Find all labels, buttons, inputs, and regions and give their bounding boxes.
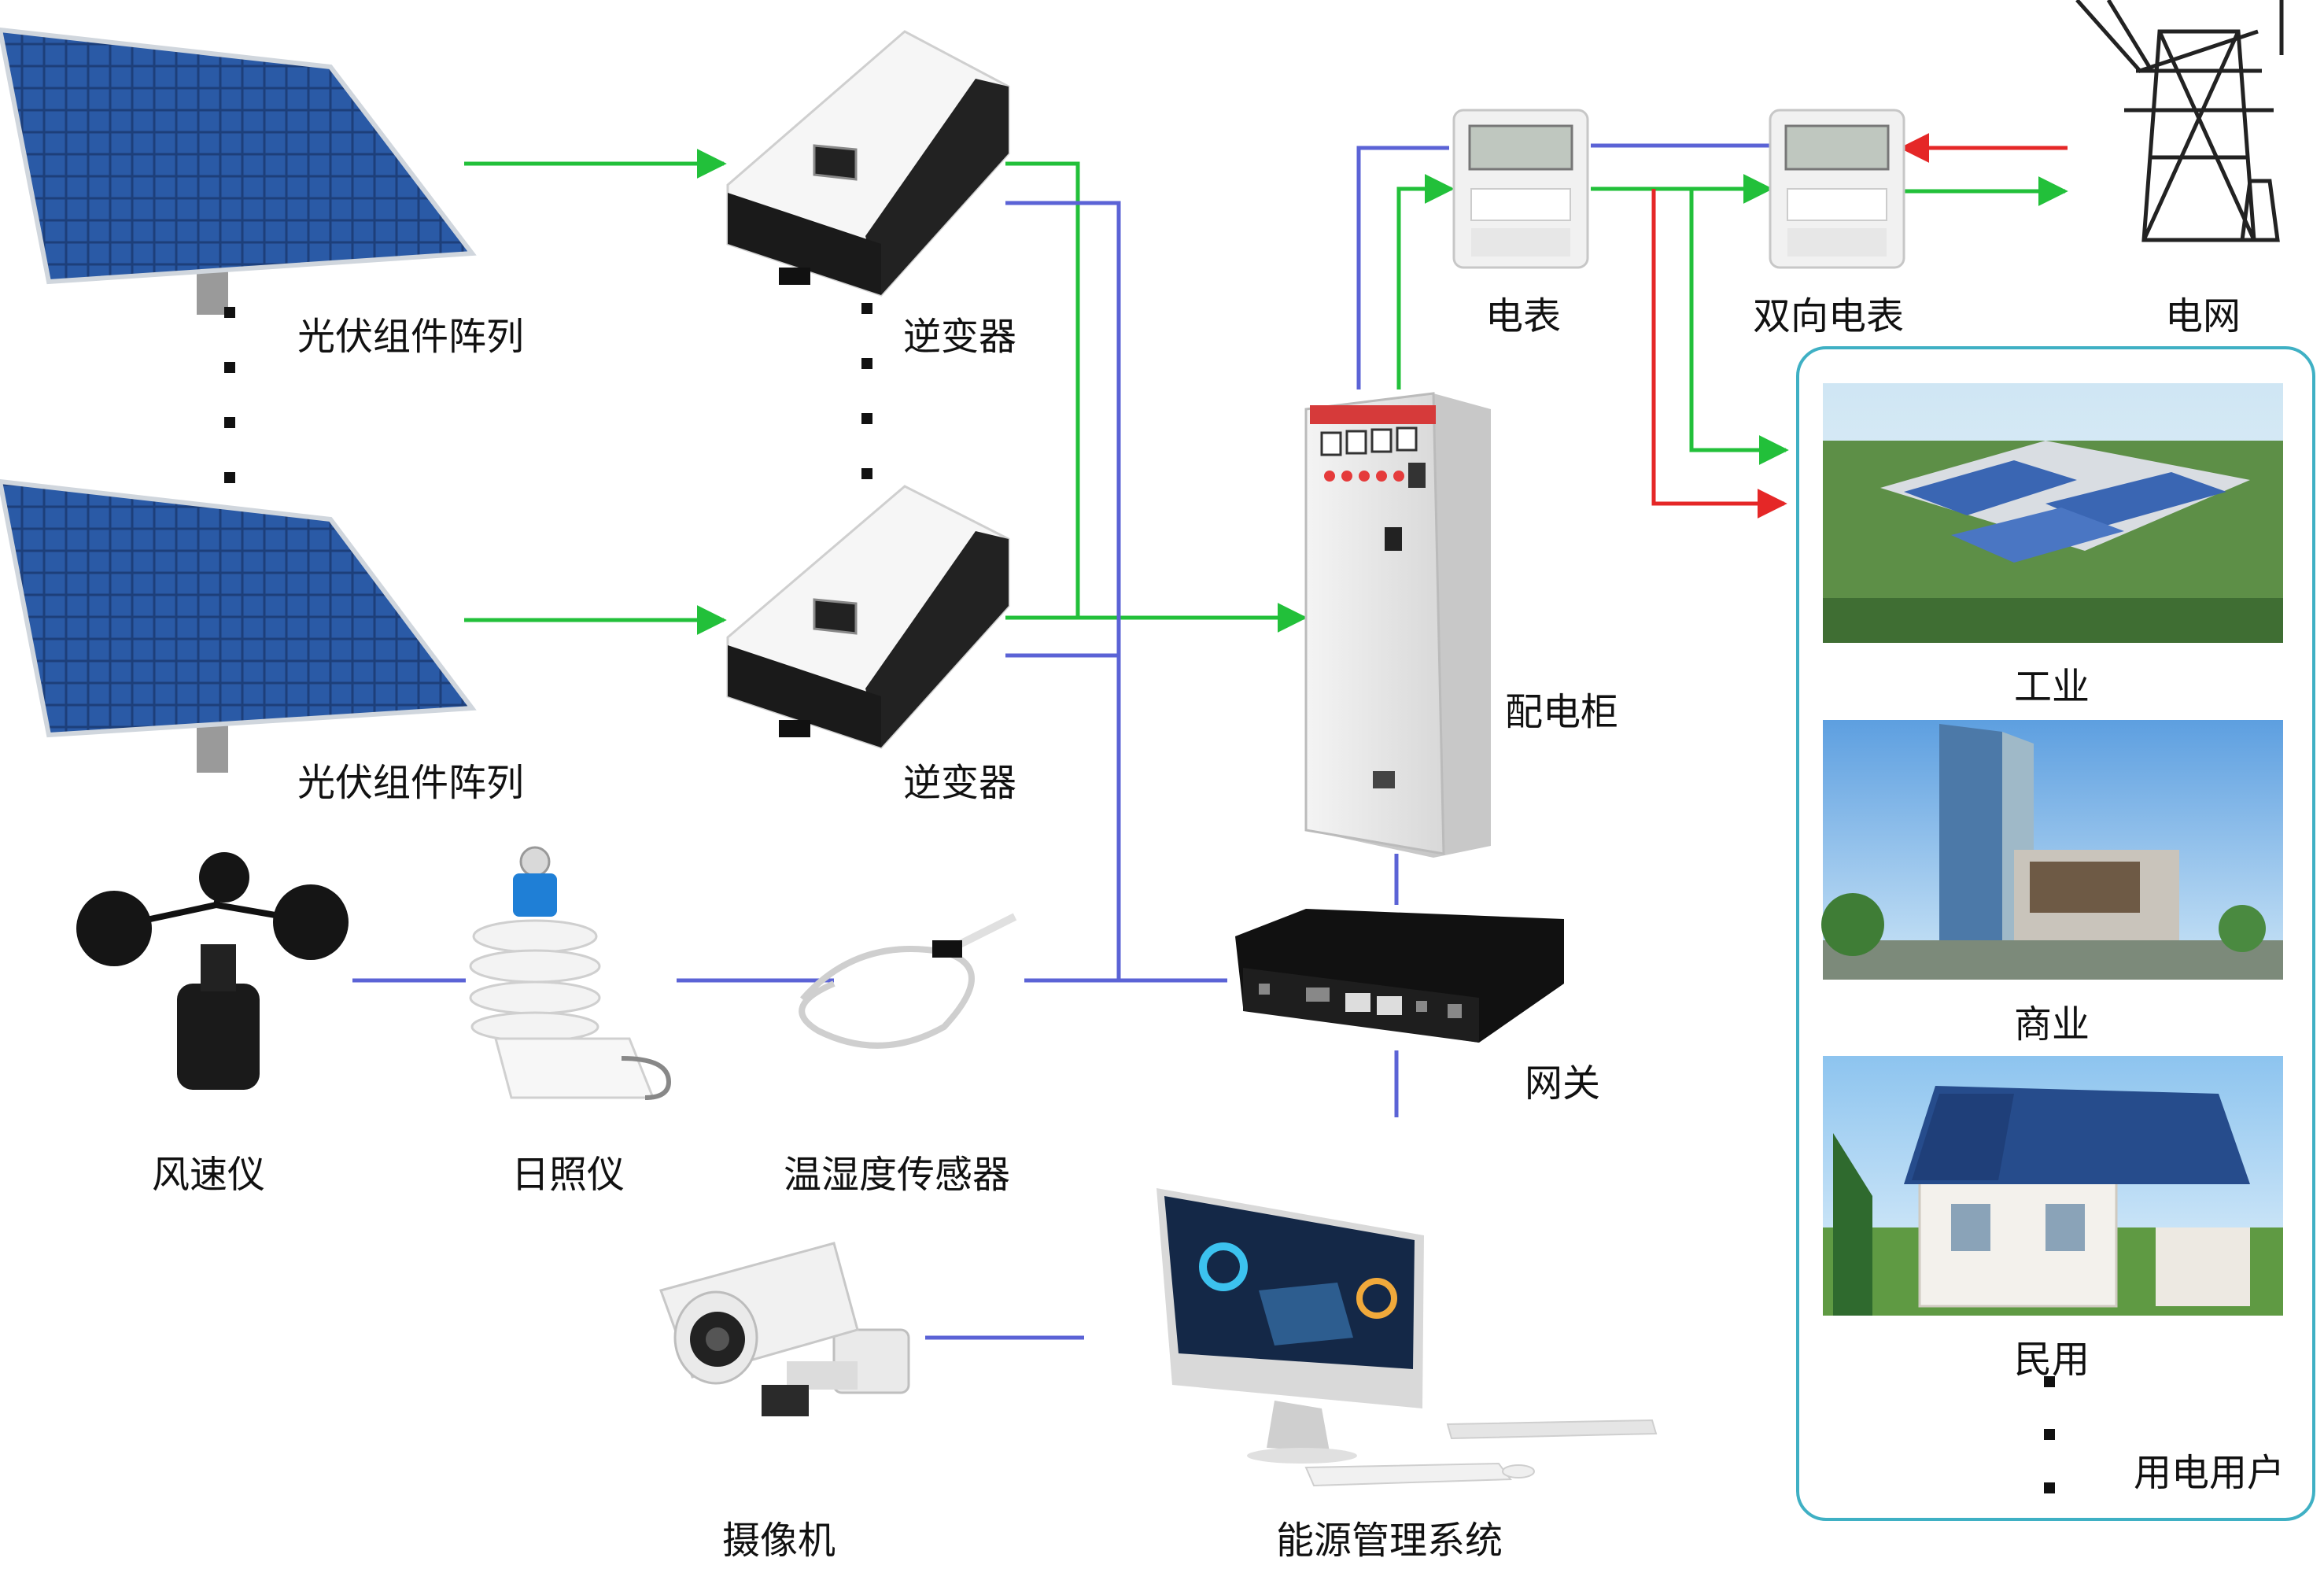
inverter-2 — [726, 485, 1010, 749]
pyranometer-device — [469, 846, 672, 1100]
industry-label: 工业 — [2014, 665, 2090, 709]
inverter-1-label: 逆变器 — [903, 315, 1017, 359]
camera-device — [659, 1242, 910, 1416]
cabinet-to-meter-arrow — [1396, 174, 1455, 389]
pv-array-1-label: 光伏组件阵列 — [297, 315, 525, 359]
commerce-photo — [1821, 720, 2283, 980]
distribution-cabinet — [1304, 392, 1491, 858]
gateway-device — [1235, 909, 1564, 1043]
pv-array-2-label: 光伏组件阵列 — [297, 761, 525, 805]
bidirectional-meter-label: 双向电表 — [1753, 294, 1905, 338]
residential-photo — [1823, 1056, 2283, 1316]
anemometer-device — [76, 852, 349, 1090]
grid-to-users-arrow — [1651, 189, 1787, 519]
pv-ellipsis — [224, 307, 235, 483]
bidirectional-meter — [1769, 109, 1905, 269]
users-container — [1796, 346, 2315, 1521]
temp-humidity-sensor-label: 温湿度传感器 — [784, 1153, 1011, 1197]
pv-array-1 — [0, 27, 477, 315]
meter-label: 电表 — [1485, 294, 1562, 338]
ems-label: 能源管理系统 — [1276, 1519, 1503, 1563]
temp-humidity-sensor-device — [799, 913, 1017, 1049]
cabinet-label: 配电柜 — [1505, 690, 1619, 734]
inverter-2-label: 逆变器 — [903, 761, 1017, 805]
pyranometer-label: 日照仪 — [511, 1153, 625, 1197]
users-ellipsis — [2044, 1376, 2055, 1493]
grid-label: 电网 — [2165, 294, 2241, 338]
connection-lines — [352, 133, 2068, 1340]
inverter-ellipsis — [861, 303, 872, 479]
commerce-label: 商业 — [2014, 1002, 2090, 1047]
camera-label: 摄像机 — [722, 1519, 836, 1563]
users-label: 用电用户 — [2134, 1451, 2285, 1495]
inverter1-data-line — [1005, 201, 1121, 980]
electric-meter — [1452, 109, 1589, 269]
anemometer-label: 风速仪 — [152, 1153, 266, 1197]
pv-array-2 — [0, 478, 477, 773]
inverter1-power-line — [1005, 161, 1080, 618]
industry-photo — [1823, 383, 2283, 643]
ems-computer — [1156, 1188, 1658, 1487]
gateway-label: 网关 — [1525, 1061, 1601, 1106]
residential-label: 民用 — [2014, 1338, 2090, 1382]
inverter-1 — [726, 30, 1010, 297]
grid-tower — [2075, 0, 2284, 242]
pv-to-users-arrow — [1689, 189, 1789, 465]
cabinet-meter-data-line — [1356, 146, 1449, 389]
